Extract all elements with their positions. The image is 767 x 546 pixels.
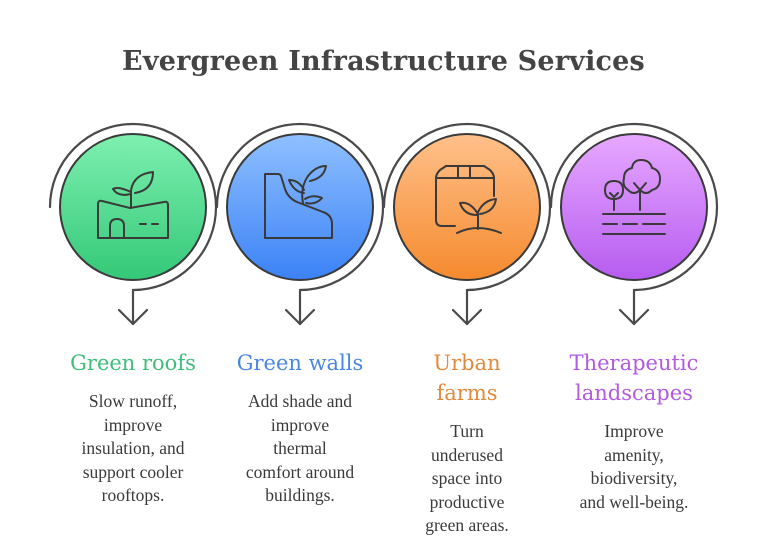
column-therapeutic-landscapes: Therapeutic landscapes Improve amenity, … — [550, 348, 718, 514]
description-line: improve — [270, 414, 330, 435]
description-green-walls: Add shade and improve thermal comfort ar… — [216, 390, 384, 508]
description-line: space into — [431, 468, 503, 488]
heading-therapeutic-landscapes: Therapeutic landscapes — [550, 348, 718, 408]
description-line: buildings. — [265, 485, 335, 505]
description-green-roofs: Slow runoff, improve insulation, and sup… — [49, 390, 217, 508]
plant-on-building-icon — [97, 171, 169, 239]
trees-landscape-icon — [602, 159, 666, 235]
column-green-walls: Green walls Add shade and improve therma… — [216, 348, 384, 508]
description-line: biodiversity, — [590, 468, 678, 488]
column-green-roofs: Green roofs Slow runoff, improve insulat… — [49, 348, 217, 508]
description-line: productive — [429, 491, 505, 512]
page-title: Evergreen Infrastructure Services — [122, 46, 645, 77]
description-line: insulation, and — [81, 438, 185, 458]
heading-line: Green roofs — [70, 351, 196, 375]
description-therapeutic-landscapes: Improve amenity, biodiversity, and well-… — [550, 420, 718, 514]
heading-line: Urban — [433, 351, 501, 375]
heading-green-walls: Green walls — [216, 348, 384, 378]
description-line: Slow runoff, — [88, 391, 178, 411]
heading-line: landscapes — [575, 381, 693, 405]
box-with-sprout-icon — [435, 165, 502, 234]
description-line: green areas. — [425, 515, 509, 535]
heading-line: farms — [436, 381, 498, 405]
heading-urban-farms: Urban farms — [383, 348, 551, 408]
description-line: comfort around — [245, 461, 355, 482]
ring-arc-4 — [549, 122, 719, 326]
description-line: rooftops. — [101, 485, 165, 505]
description-line: Turn — [450, 421, 484, 441]
description-line: and well-being. — [579, 491, 689, 512]
column-urban-farms: Urban farms Turn underused space into pr… — [383, 348, 551, 538]
circle-urban-farms — [393, 133, 541, 281]
description-line: support cooler — [82, 461, 184, 482]
circle-therapeutic-landscapes — [560, 133, 708, 281]
heading-line: Therapeutic — [569, 351, 699, 375]
description-line: underused — [431, 444, 503, 465]
heading-line: Green walls — [236, 351, 364, 375]
ring-arc-2 — [215, 122, 385, 326]
ring-arc-3 — [382, 122, 552, 326]
plant-on-wall-icon — [264, 165, 333, 239]
description-line: amenity, — [604, 444, 664, 465]
description-line: Improve — [604, 421, 664, 441]
heading-green-roofs: Green roofs — [49, 348, 217, 378]
circle-green-walls — [226, 133, 374, 281]
description-urban-farms: Turn underused space into productive gre… — [383, 420, 551, 538]
description-line: improve — [103, 414, 163, 435]
ring-arc-1 — [48, 122, 218, 326]
description-line: Add shade and — [247, 391, 352, 411]
description-line: thermal — [273, 438, 327, 458]
